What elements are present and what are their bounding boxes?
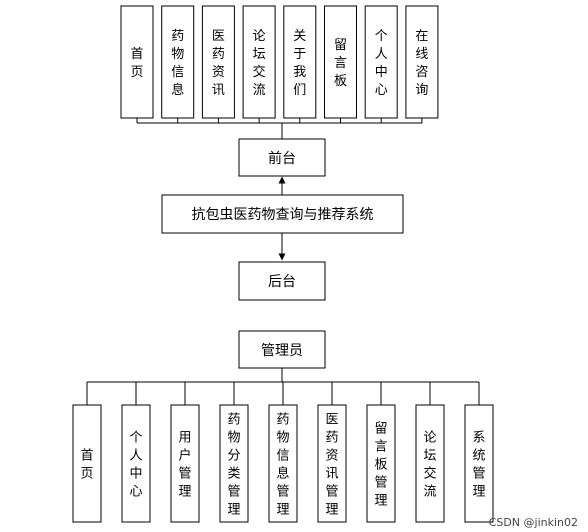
backend-module-0: 首页 <box>72 382 102 523</box>
backend-module-6: 留言板管理 <box>366 382 396 523</box>
backend-label: 后台 <box>268 274 296 290</box>
frontend-module-label: 个人中心 <box>375 29 388 98</box>
frontend-module-label: 药物信息 <box>171 29 184 98</box>
backend-module-8: 系统管理 <box>464 382 494 523</box>
frontend-label: 前台 <box>268 150 296 167</box>
backend-modules: 首页 个人中心 用户管理 药物分类管理 药物信息管理 医药资讯管理 留言板管理 论坛交流 系统管… <box>72 382 494 523</box>
backend-module-box <box>366 404 396 523</box>
backend-module-label: 药物信息管理 <box>276 413 289 518</box>
frontend-module-label: 留言板 <box>334 38 347 89</box>
frontend-module-box <box>161 5 195 119</box>
frontend-module-2: 医药资讯 <box>201 5 235 123</box>
frontend-module-box <box>324 5 357 119</box>
frontend-node: 前台 <box>238 138 326 177</box>
frontend-module-label: 在线咨询 <box>415 29 428 98</box>
backend-module-box <box>317 404 347 523</box>
backend-module-label: 首页 <box>80 449 93 482</box>
backend-module-2: 用户管理 <box>170 382 200 523</box>
backend-module-label: 医药资讯管理 <box>325 413 338 518</box>
frontend-module-box <box>120 5 154 119</box>
frontend-module-7: 在线咨询 <box>405 5 439 123</box>
backend-module-label: 论坛交流 <box>423 431 436 500</box>
backend-node: 后台 <box>238 261 326 301</box>
admin-label: 管理员 <box>261 343 303 359</box>
backend-module-label: 留言板管理 <box>374 422 387 509</box>
backend-module-label: 药物分类管理 <box>227 413 240 518</box>
backend-module-4: 药物信息管理 <box>268 382 298 523</box>
system-title: 抗包虫医药物查询与推荐系统 <box>192 207 374 223</box>
frontend-modules: 首页 药物信息 医药资讯 论坛交流 关于我们 留言板 个人中心 在线咨询 <box>120 5 439 123</box>
frontend-module-box <box>283 5 317 119</box>
frontend-module-3: 论坛交流 <box>242 5 276 123</box>
frontend-module-1: 药物信息 <box>161 5 195 123</box>
frontend-module-label: 论坛交流 <box>253 29 266 98</box>
admin-node: 管理员 <box>238 330 326 369</box>
backend-module-5: 医药资讯管理 <box>317 382 347 523</box>
backend-module-box <box>72 404 102 523</box>
backend-module-box <box>415 404 445 523</box>
frontend-module-box <box>364 5 398 119</box>
frontend-module-6: 个人中心 <box>364 5 398 123</box>
backend-module-label: 用户管理 <box>178 431 191 500</box>
backend-module-3: 药物分类管理 <box>219 382 249 523</box>
backend-module-label: 个人中心 <box>129 431 142 500</box>
backend-module-7: 论坛交流 <box>415 382 445 523</box>
backend-module-box <box>464 404 494 523</box>
frontend-module-label: 首页 <box>130 47 143 80</box>
frontend-module-4: 关于我们 <box>283 5 317 123</box>
system-node: 抗包虫医药物查询与推荐系统 <box>161 194 404 234</box>
frontend-module-label: 医药资讯 <box>212 29 225 98</box>
watermark: CSDN @jinkin02 <box>488 516 578 529</box>
backend-module-box <box>121 404 151 523</box>
frontend-module-5: 留言板 <box>324 5 357 123</box>
backend-module-box <box>219 404 249 523</box>
frontend-module-box <box>405 5 439 119</box>
frontend-module-box <box>242 5 276 119</box>
backend-module-box <box>170 404 200 523</box>
frontend-module-0: 首页 <box>120 5 154 123</box>
frontend-module-box <box>201 5 235 119</box>
backend-module-label: 系统管理 <box>472 431 485 500</box>
frontend-module-label: 关于我们 <box>293 29 306 98</box>
backend-module-box <box>268 404 298 523</box>
backend-module-1: 个人中心 <box>121 382 151 523</box>
